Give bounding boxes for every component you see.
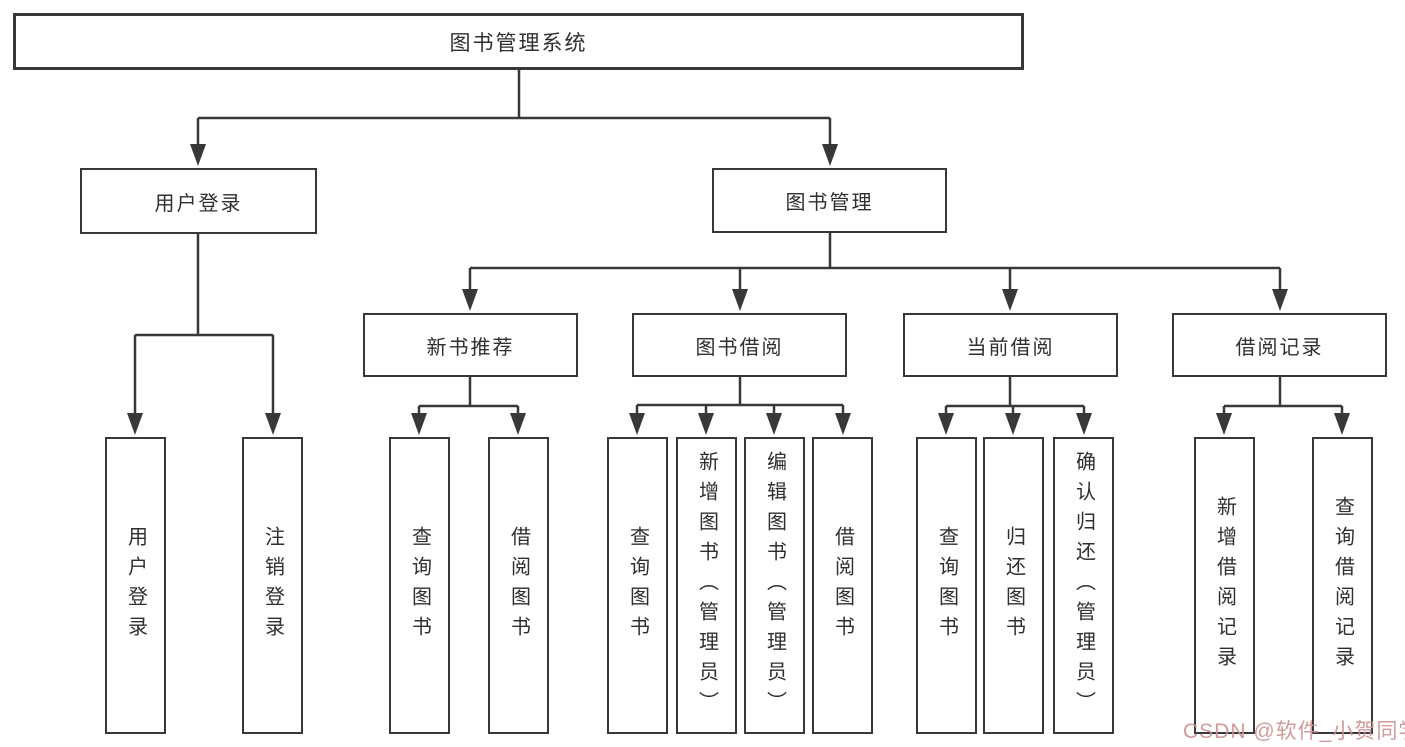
node-library-management-system: 图书管理系统 — [13, 13, 1024, 70]
node-label: 图书管理 — [785, 192, 874, 214]
leaf-label: 查询图书 — [626, 525, 649, 646]
leaf-label: 借阅图书 — [507, 525, 530, 646]
connector-manage-branch — [468, 233, 1282, 293]
leaf-user-login: 用户登录 — [105, 437, 166, 734]
leaf-return-books: 归还图书 — [983, 437, 1044, 734]
leaf-add-books-admin: 新增图书（管理员） — [676, 437, 737, 734]
node-borrowing-records: 借阅记录 — [1172, 313, 1387, 377]
leaf-label: 新增图书（管理员） — [695, 450, 718, 721]
connector-root-branch — [196, 70, 832, 148]
leaf-logout: 注销登录 — [242, 437, 303, 734]
arrowhead — [938, 413, 954, 435]
leaf-label: 归还图书 — [1002, 525, 1025, 646]
leaf-edit-books-admin: 编辑图书（管理员） — [744, 437, 805, 734]
connector-current-branch — [944, 377, 1086, 417]
leaf-label: 确认归还（管理员） — [1072, 450, 1095, 721]
leaf-borrow-books-recommend: 借阅图书 — [488, 437, 549, 734]
node-current-borrowing: 当前借阅 — [903, 313, 1118, 377]
leaf-confirm-return-admin: 确认归还（管理员） — [1053, 437, 1114, 734]
arrowhead — [462, 289, 478, 311]
node-label: 图书管理系统 — [449, 31, 588, 55]
arrowhead — [629, 413, 645, 435]
arrowhead — [732, 289, 748, 311]
arrowhead — [835, 413, 851, 435]
leaf-query-books-recommend: 查询图书 — [389, 437, 450, 734]
arrowhead — [190, 144, 206, 166]
arrowhead — [1272, 289, 1288, 311]
arrowhead — [766, 413, 782, 435]
connector-records-branch — [1222, 377, 1344, 417]
arrowhead — [265, 413, 281, 435]
node-label: 新书推荐 — [426, 336, 515, 359]
arrowhead — [1002, 289, 1018, 311]
leaf-borrow-books: 借阅图书 — [812, 437, 873, 734]
node-book-borrowing: 图书借阅 — [632, 313, 847, 377]
node-user-login: 用户登录 — [80, 168, 317, 234]
arrowhead — [698, 413, 714, 435]
leaf-query-books-current: 查询图书 — [916, 437, 977, 734]
arrowhead — [1334, 413, 1350, 435]
node-label: 用户登录 — [154, 192, 243, 215]
leaf-query-books-borrow: 查询图书 — [607, 437, 668, 734]
node-label: 图书借阅 — [695, 336, 784, 359]
arrowhead — [822, 144, 838, 166]
csdn-watermark: CSDN @软件_小贺同学 — [1183, 720, 1405, 743]
connector-recommend-branch — [417, 377, 520, 417]
arrowhead — [127, 413, 143, 435]
node-label: 当前借阅 — [966, 336, 1055, 359]
leaf-label: 编辑图书（管理员） — [763, 450, 786, 721]
leaf-query-borrow-record: 查询借阅记录 — [1312, 437, 1373, 734]
leaf-add-borrow-record: 新增借阅记录 — [1194, 437, 1255, 734]
leaf-label: 用户登录 — [124, 525, 147, 646]
leaf-label: 新增借阅记录 — [1213, 495, 1236, 676]
arrowhead — [1216, 413, 1232, 435]
arrowhead — [411, 413, 427, 435]
leaf-label: 查询图书 — [408, 525, 431, 646]
leaf-label: 查询借阅记录 — [1331, 495, 1354, 676]
node-label: 借阅记录 — [1235, 336, 1324, 359]
arrowhead — [1005, 413, 1021, 435]
leaf-label: 查询图书 — [935, 525, 958, 646]
connector-borrow-branch — [635, 377, 845, 417]
arrowhead — [510, 413, 526, 435]
arrowhead — [1076, 413, 1092, 435]
connector-login-branch — [133, 234, 275, 417]
leaf-label: 借阅图书 — [831, 525, 854, 646]
leaf-label: 注销登录 — [261, 525, 284, 646]
node-new-book-recommendation: 新书推荐 — [363, 313, 578, 377]
node-book-management: 图书管理 — [712, 168, 947, 233]
